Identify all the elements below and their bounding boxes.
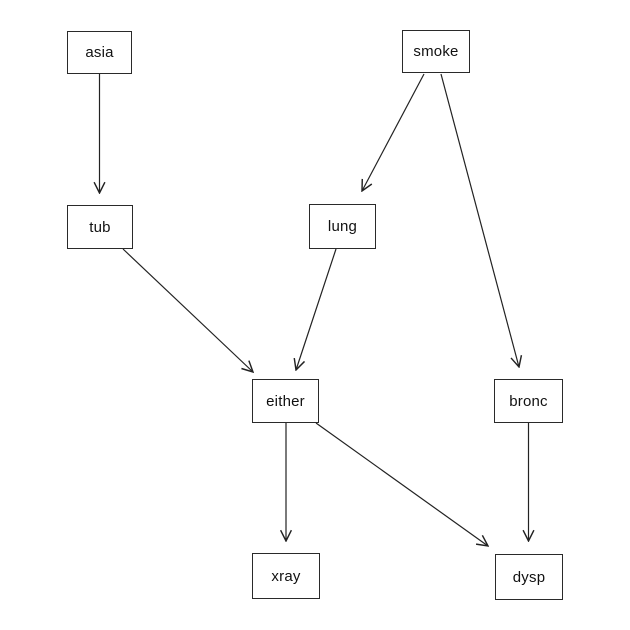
node-label: asia (85, 44, 114, 61)
node-asia: asia (67, 31, 132, 74)
edge-lung-either (296, 248, 337, 370)
node-either: either (252, 379, 319, 423)
node-label: lung (327, 218, 358, 235)
edge-either-dysp (315, 422, 488, 546)
edges-group (100, 73, 529, 546)
node-tub: tub (67, 205, 133, 249)
edge-smoke-lung (362, 73, 425, 191)
node-label: tub (89, 218, 111, 236)
edge-tub-either (122, 248, 253, 372)
node-lung: lung (309, 204, 376, 249)
node-smoke: smoke (402, 30, 470, 73)
edge-smoke-bronc (440, 73, 519, 367)
node-dysp: dysp (495, 554, 563, 600)
node-bronc: bronc (494, 379, 563, 423)
node-label: dysp (512, 568, 546, 586)
node-label: smoke (413, 43, 459, 60)
node-label: xray (271, 567, 301, 585)
node-label: bronc (509, 392, 548, 410)
node-xray: xray (252, 553, 320, 599)
node-label: either (266, 392, 305, 410)
